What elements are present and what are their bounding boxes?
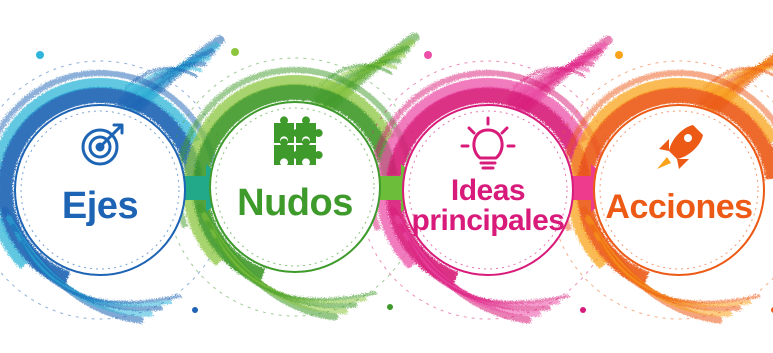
- nudos-circle: [209, 101, 381, 273]
- rocket-icon: [657, 125, 703, 169]
- ideas-label-line-0: Ideas: [451, 174, 525, 207]
- ejes-label-line-0: Ejes: [62, 185, 138, 227]
- target-icon: [81, 123, 124, 166]
- ideas-circle: [402, 104, 574, 276]
- puzzle-icon: [274, 116, 323, 165]
- step-ejes: Ejes: [14, 104, 186, 276]
- ejes-circle: [14, 104, 186, 276]
- ideas-label-line-1: principales: [412, 204, 565, 237]
- lightbulb-icon: [460, 116, 516, 170]
- nudos-label-line-0: Nudos: [237, 182, 353, 224]
- acciones-circle: [593, 104, 765, 276]
- ejes-brush-swirl: [0, 35, 230, 324]
- acciones-label-line-0: Acciones: [605, 188, 752, 226]
- step-nudos: Nudos: [209, 101, 381, 273]
- step-acciones: Acciones: [593, 104, 765, 276]
